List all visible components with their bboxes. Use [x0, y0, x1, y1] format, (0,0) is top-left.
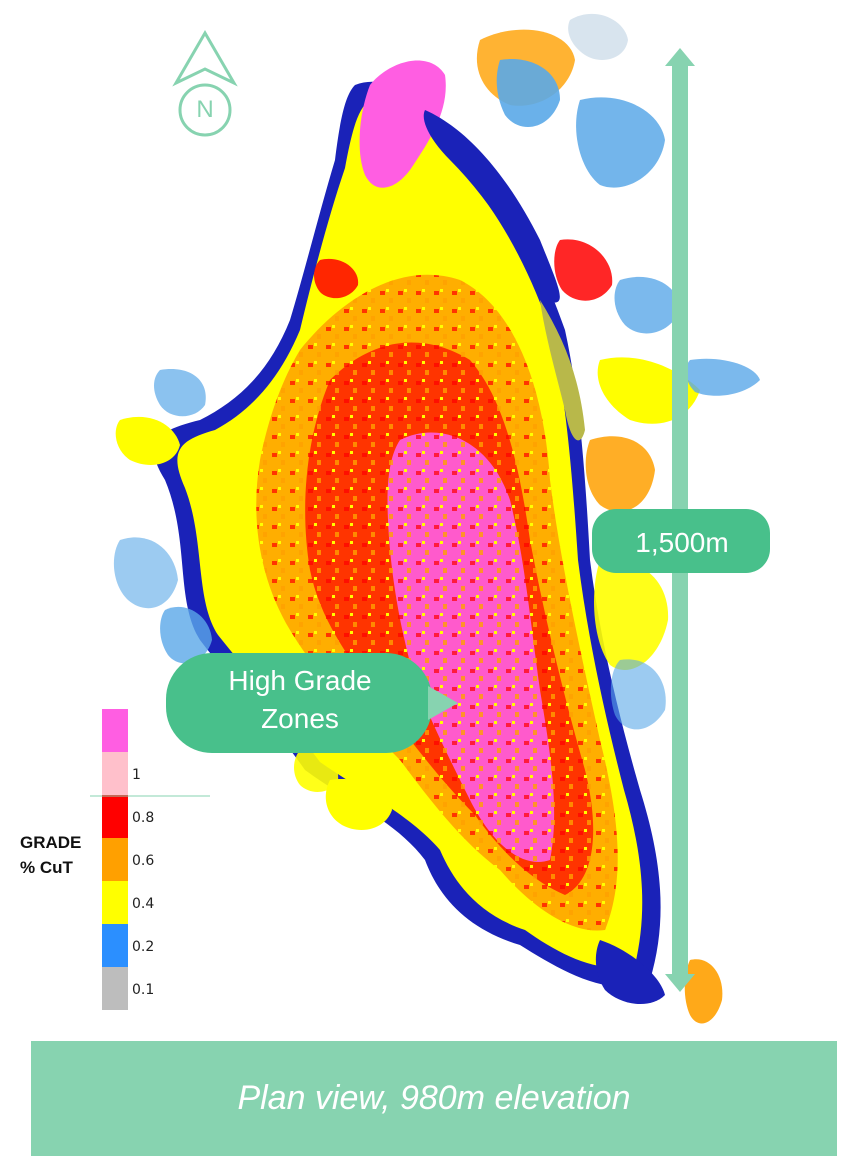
scale-label: 1,500m	[635, 527, 729, 558]
legend-tick-label: 0.2	[132, 939, 155, 955]
footer-caption: Plan view, 980m elevation	[237, 1079, 631, 1117]
satellite-block	[614, 276, 680, 334]
high-grade-label: High Grade Zones	[180, 662, 420, 738]
legend-swatch	[102, 709, 128, 752]
grade-texture	[256, 274, 618, 931]
north-letter: N	[196, 96, 214, 123]
legend-swatch	[102, 838, 128, 881]
legend-title: GRADE % CuT	[20, 830, 81, 880]
legend-swatch	[102, 795, 128, 838]
legend-color-bar	[102, 709, 128, 1010]
legend-tick-label: 0.6	[132, 853, 155, 869]
pink-zone-north	[359, 60, 446, 188]
satellite-block	[496, 59, 560, 127]
scale-label-box	[592, 509, 770, 573]
callout-line-2: Zones	[261, 703, 339, 734]
satellite-block	[113, 537, 178, 609]
callout-line-1: High Grade	[228, 665, 372, 696]
high-grade-callout	[166, 653, 458, 753]
north-arrow-icon	[172, 30, 238, 137]
olive-band	[540, 300, 585, 441]
satellite-block	[325, 779, 392, 830]
satellite-block	[554, 239, 613, 301]
satellite-block	[610, 659, 666, 730]
legend-swatch	[102, 752, 128, 795]
satellite-block	[115, 416, 180, 465]
legend-swatch	[102, 881, 128, 924]
legend-title-line-1: GRADE	[20, 833, 82, 852]
satellite-block	[585, 436, 655, 512]
legend-title-line-2: % CuT	[20, 858, 73, 877]
satellite-block	[314, 258, 359, 299]
satellite-block	[684, 959, 723, 1024]
satellite-block	[294, 749, 339, 792]
satellite-block	[568, 13, 628, 60]
legend-swatch	[102, 924, 128, 967]
satellite-block	[576, 97, 665, 188]
satellite-block	[594, 559, 669, 670]
legend-tick-label: 0.8	[132, 810, 155, 826]
satellite-block	[685, 358, 760, 396]
satellite-block	[595, 940, 665, 1005]
scale-bar	[592, 48, 770, 992]
legend-swatch	[102, 967, 128, 1010]
legend-tick-label: 0.1	[132, 982, 155, 998]
satellite-block	[154, 369, 206, 417]
legend-tick-label: 0.4	[132, 896, 155, 912]
footer-banner: Plan view, 980m elevation	[31, 1041, 837, 1156]
legend-tick-label: 1	[132, 767, 141, 783]
east-band	[423, 110, 560, 303]
satellite-block	[160, 606, 212, 664]
